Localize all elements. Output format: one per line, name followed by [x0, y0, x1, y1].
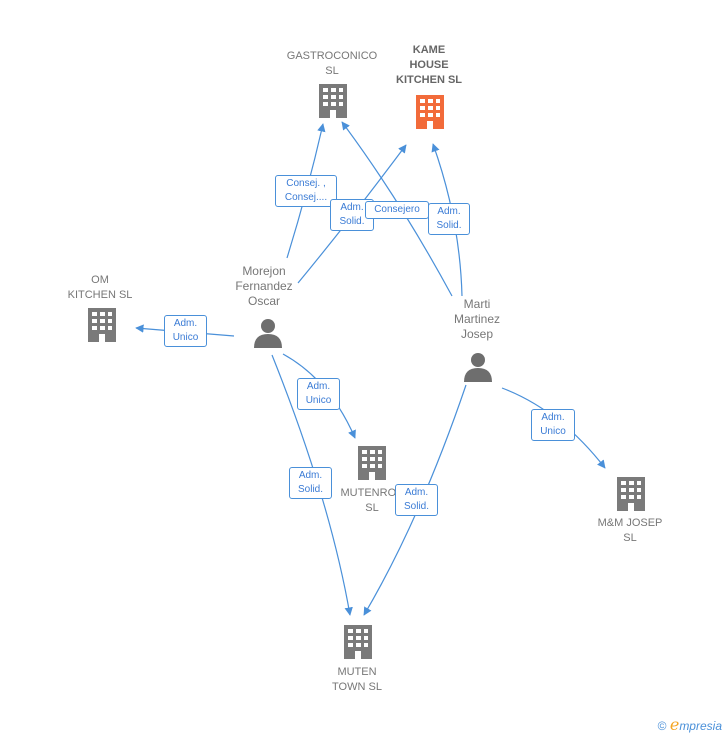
company-label-gastroconico[interactable]: GASTROCONICO SL	[286, 50, 378, 77]
building-icon-mutenros	[358, 446, 386, 480]
building-icon-gastroconico	[319, 84, 347, 118]
edge-label-consej: Consej. , Consej....	[275, 175, 337, 207]
company-label-mutenros[interactable]: MUTENROS SL	[340, 487, 404, 514]
person-label-marti[interactable]: Marti Martinez Josep	[453, 297, 501, 341]
company-label-kame[interactable]: KAME HOUSE KITCHEN SL	[396, 44, 462, 86]
company-label-mm-josep[interactable]: M&M JOSEP SL	[597, 517, 663, 544]
building-icon-kame	[416, 95, 444, 129]
building-icon-om	[88, 308, 116, 342]
brand-logo-text: mpresia	[679, 719, 722, 733]
edge-label-adm-unico-om: Adm. Unico	[164, 315, 207, 347]
edge-label-adm-unico-mm: Adm. Unico	[531, 409, 575, 441]
edge-label-adm-unico-mutenros: Adm. Unico	[297, 378, 340, 410]
company-label-muten-town[interactable]: MUTEN TOWN SL	[332, 666, 382, 693]
brand-logo-e: e	[669, 715, 680, 734]
brand-footer[interactable]: © empresia	[658, 715, 722, 734]
edge-label-consejero: Consejero	[365, 201, 429, 219]
company-label-om[interactable]: OM KITCHEN SL	[67, 274, 133, 301]
edge-label-adm-solid-2: Adm. Solid.	[428, 203, 470, 235]
building-icon-mm-josep	[617, 477, 645, 511]
person-icon-marti	[464, 353, 492, 382]
person-icon-morejon	[254, 319, 282, 348]
edge-label-adm-solid-muten-2: Adm. Solid.	[395, 484, 438, 516]
edge-label-adm-solid-muten-1: Adm. Solid.	[289, 467, 332, 499]
copyright-symbol: ©	[657, 719, 667, 733]
building-icon-muten-town	[344, 625, 372, 659]
person-label-morejon[interactable]: Morejon Fernandez Oscar	[235, 264, 293, 308]
